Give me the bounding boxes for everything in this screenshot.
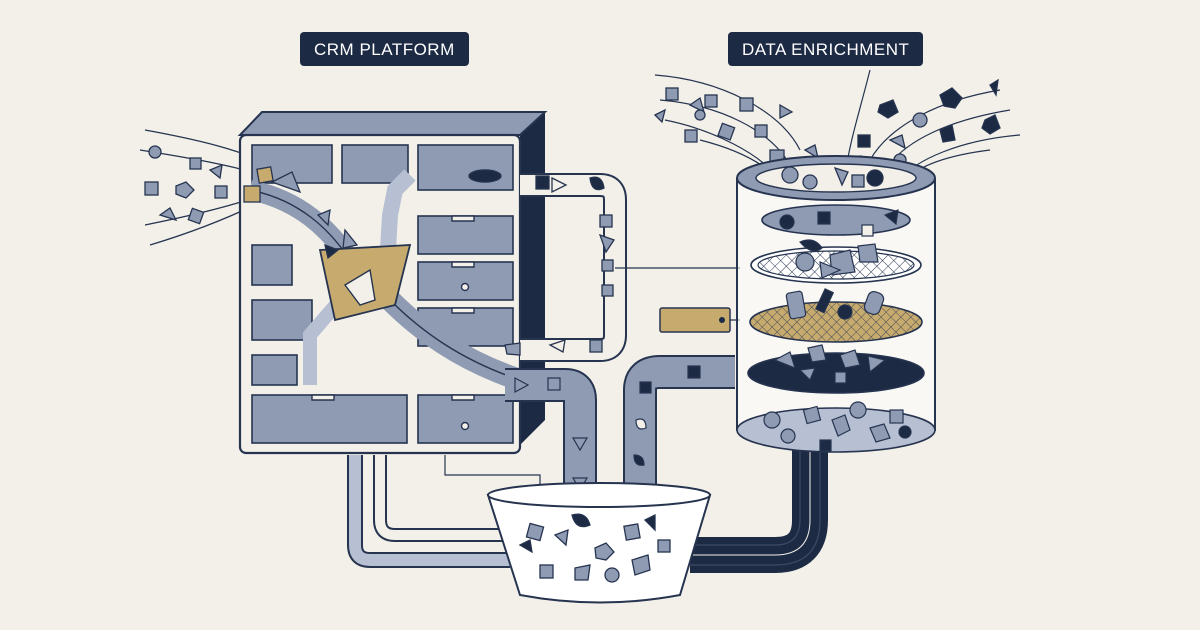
- data-particles-right: [653, 78, 1001, 179]
- recirculation-pipe: [347, 455, 541, 568]
- crm-platform-label: CRM PLATFORM: [300, 32, 469, 66]
- enrichment-cylinder: [736, 155, 936, 453]
- data-enrichment-label: DATA ENRICHMENT: [728, 32, 924, 66]
- loop-particles: [504, 175, 616, 356]
- gold-connector: [659, 307, 731, 333]
- enriched-output-pipe: [690, 445, 828, 573]
- data-particles-left: [144, 145, 254, 225]
- collection-basin: [486, 482, 712, 604]
- crm-cabinet: [237, 111, 548, 455]
